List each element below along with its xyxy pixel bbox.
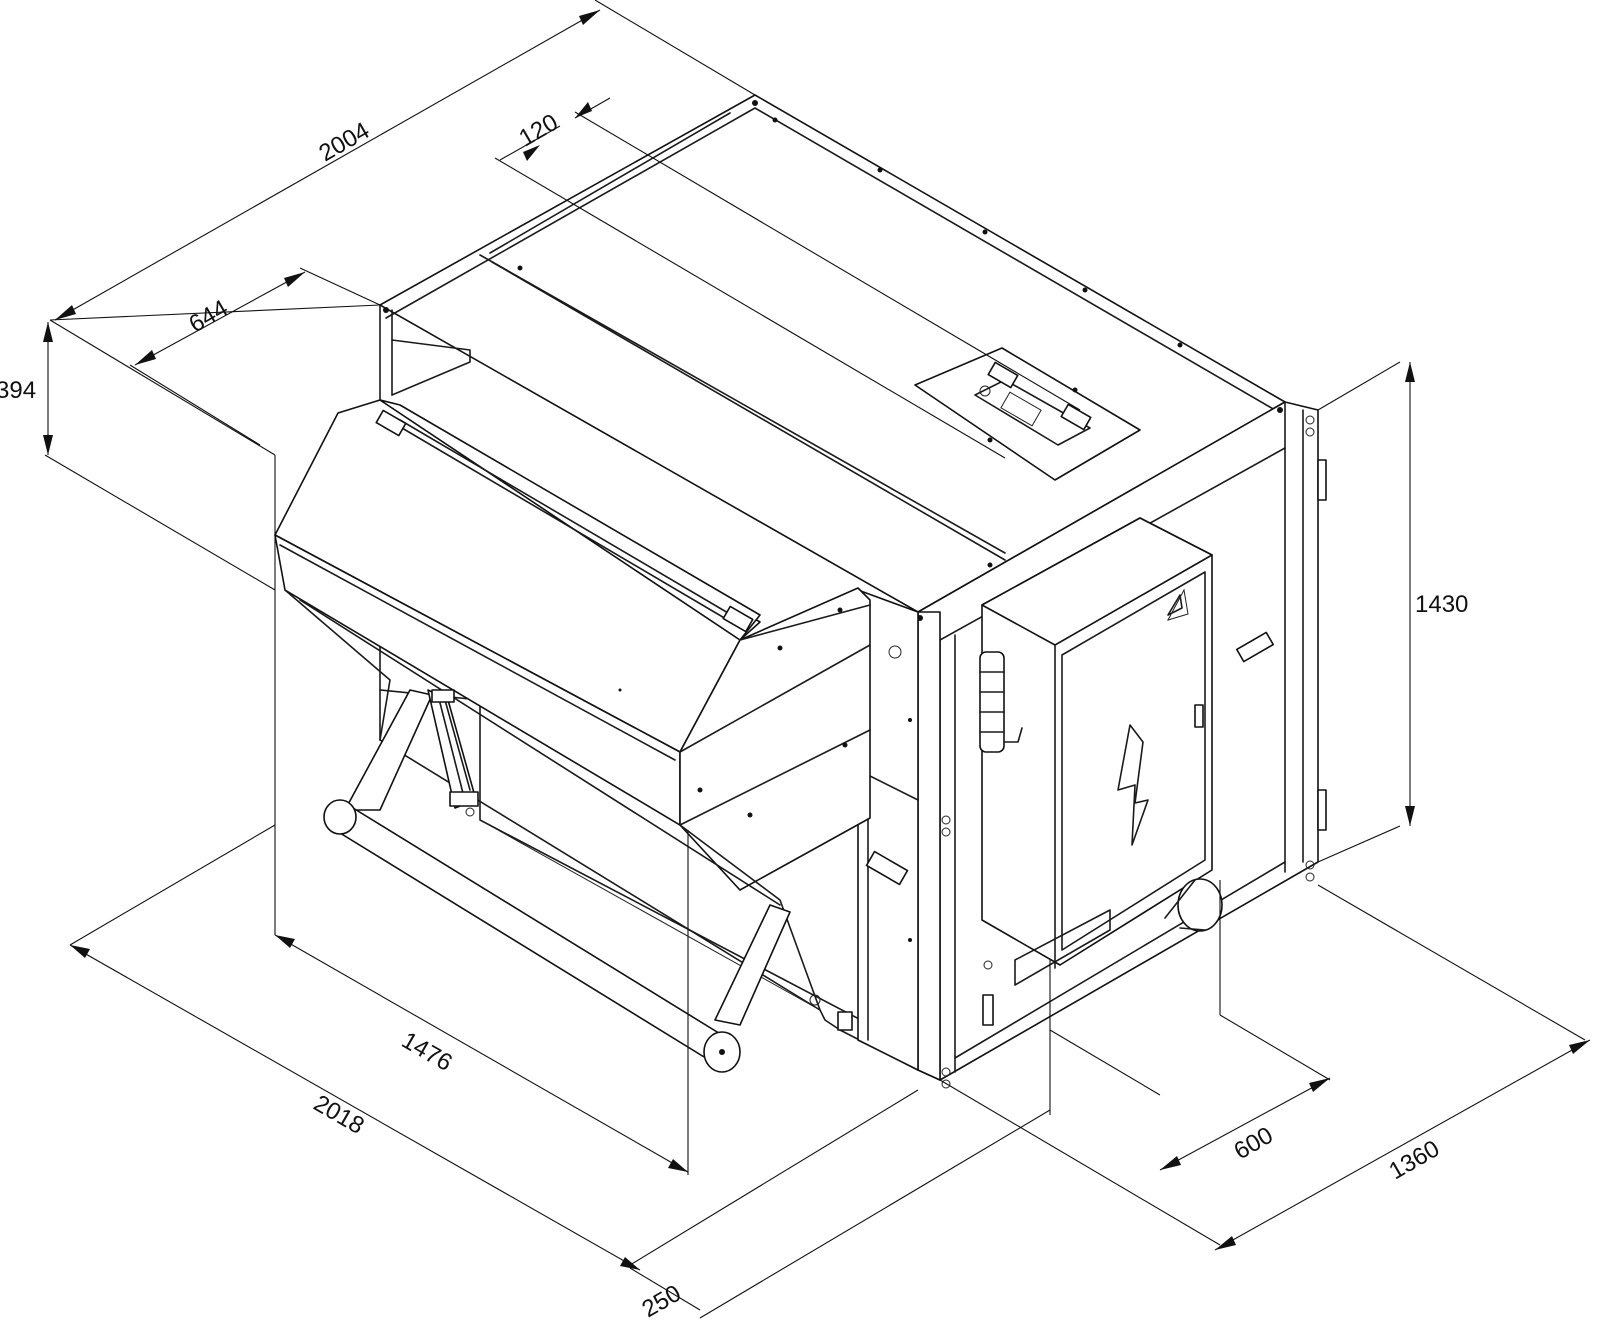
hopper-roller [284,589,853,1073]
feeder-hood [274,399,871,891]
high-voltage-icon [1117,724,1149,846]
front-roller [339,799,723,1069]
signal-tower-icon [979,651,1023,753]
electrical-cabinet [979,517,1223,1026]
dim-250: 250 [638,1280,686,1323]
dim-2004: 2004 [315,117,375,167]
dim-1430: 1430 [1415,591,1468,618]
top-access-hatch [914,347,1141,481]
dim-1360: 1360 [1385,1135,1445,1185]
dim-2018: 2018 [309,1090,369,1140]
dim-644: 644 [185,295,233,338]
dim-120: 120 [515,109,563,152]
warning-triangle-icon [1166,588,1189,621]
dim-394: 394 [0,377,36,404]
dimension-lines [43,0,1591,1319]
pneumatic-actuator [427,689,479,817]
